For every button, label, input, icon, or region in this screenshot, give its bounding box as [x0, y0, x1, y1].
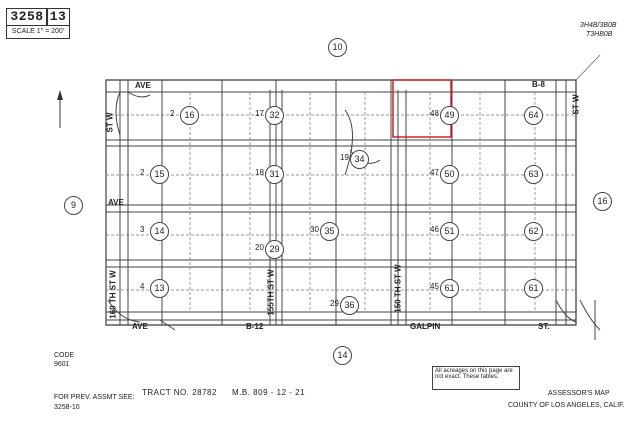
parcel-circle: 16 — [180, 106, 199, 125]
parcel-circle: 29 — [265, 240, 284, 259]
parcel-number: 45 — [430, 282, 439, 291]
street-b12: B-12 — [246, 322, 264, 331]
parcel-circle: 34 — [350, 150, 369, 169]
parcel-circle: 15 — [150, 165, 169, 184]
street-160th: 160 TH ST W — [108, 270, 118, 319]
parcel-number: 2 — [140, 168, 145, 177]
parcel-number: 29 — [330, 299, 339, 308]
adjacent-page-north: 10 — [328, 38, 347, 57]
parcel-circle: 13 — [150, 279, 169, 298]
street-galpin: GALPIN — [410, 322, 441, 331]
parcel-number: 20 — [255, 243, 264, 252]
street-st-w-right: ST W — [571, 94, 581, 115]
parcel-circle: 35 — [320, 222, 339, 241]
map-book-reference: M.B. 809 - 12 - 21 — [232, 388, 306, 397]
parcel-circle-61: 61 — [524, 279, 543, 298]
acreage-note-line-1: All acreages on this page are — [435, 368, 513, 374]
code-label: CODE — [54, 352, 75, 359]
page-number: 13 — [46, 8, 70, 26]
parcel-number: 48 — [430, 109, 439, 118]
parcel-circle-64: 64 — [524, 106, 543, 125]
parcel-number: 47 — [430, 168, 439, 177]
parcel-circle: 14 — [150, 222, 169, 241]
street-ave-left: AVE — [108, 198, 124, 207]
parcel-circle-62: 62 — [524, 222, 543, 241]
parcel-circle: 51 — [440, 222, 459, 241]
top-right-note-2: T3HB0B — [586, 31, 613, 38]
parcel-number: 3 — [140, 225, 145, 234]
parcel-circle: 31 — [265, 165, 284, 184]
adjacent-page-south: 14 — [333, 346, 352, 365]
tract-number: TRACT NO. 28782 — [142, 388, 217, 397]
parcel-number: 4 — [140, 282, 145, 291]
scale-label: SCALE 1" = 200' — [6, 25, 70, 39]
parcel-number: 46 — [430, 225, 439, 234]
parcel-number: 2 — [170, 109, 175, 118]
parcel-circle: 50 — [440, 165, 459, 184]
parcel-number: 18 — [255, 168, 264, 177]
adjacent-page-east: 16 — [593, 192, 612, 211]
parcel-circle: 32 — [265, 106, 284, 125]
parcel-number: 30 — [310, 225, 319, 234]
parcel-circle: 61 — [440, 279, 459, 298]
street-ave-top: AVE — [135, 81, 151, 90]
street-st-bottom-right: ST. — [538, 322, 550, 331]
code-value: 9601 — [54, 361, 70, 368]
assessor-title: ASSESSOR'S MAP — [548, 390, 610, 397]
prev-assmt-ref: 3258-10 — [54, 404, 80, 411]
parcel-number: 17 — [255, 109, 264, 118]
county-title: COUNTY OF LOS ANGELES, CALIF. — [508, 402, 625, 409]
parcel-circle: 49 — [440, 106, 459, 125]
street-st-w-top: ST W — [105, 112, 115, 133]
acreage-note-line-2: not exact. These tables. — [435, 374, 499, 380]
prev-assmt-label: FOR PREV. ASSMT SEE: — [54, 394, 135, 401]
parcel-number: 19 — [340, 153, 349, 162]
acreage-note-box: All acreages on this page are not exact.… — [432, 366, 520, 390]
adjacent-page-west: 9 — [64, 196, 83, 215]
street-150th: 150 TH ST W — [393, 264, 403, 313]
book-number: 3258 — [6, 8, 48, 26]
street-155th: 155TH ST W — [266, 269, 276, 316]
street-b8: B-8 — [532, 80, 545, 89]
parcel-circle: 36 — [340, 296, 359, 315]
street-ave-w: AVE — [132, 322, 148, 331]
parcel-circle-63: 63 — [524, 165, 543, 184]
top-right-note: 3H4B/3B0B — [580, 22, 617, 29]
